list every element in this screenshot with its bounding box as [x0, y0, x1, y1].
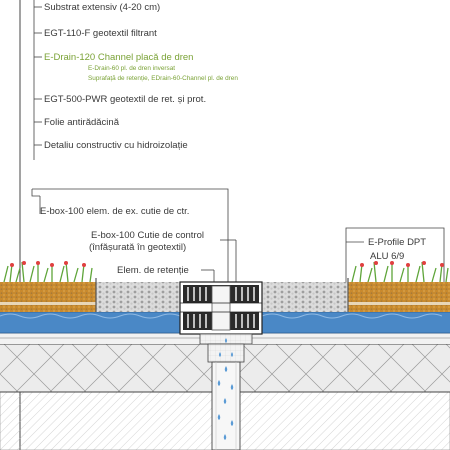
cross-section: [0, 261, 450, 450]
label-drain-board: E-Drain-120 Channel placă de dren: [44, 52, 193, 63]
label-e-profile: E-Profile DPT: [368, 237, 426, 248]
label-root-foil: Folie antirădăcină: [44, 117, 120, 128]
label-waterproofing: Detaliu constructiv cu hidroizolație: [44, 140, 188, 151]
vegetation-right: [351, 261, 449, 283]
control-box: [179, 281, 263, 335]
vegetation-left: [3, 261, 93, 283]
label-substrate: Substrat extensiv (4-20 cm): [44, 2, 160, 13]
label-ebox-control-1: E-box-100 Cutie de control: [91, 230, 204, 241]
drain-board-left: [0, 312, 180, 333]
label-ebox-control-2: (înfășurată în geotextil): [89, 242, 186, 253]
label-ebox-element: E-box-100 elem. de ex. cutie de ctr.: [40, 206, 189, 217]
drain-pipe: [199, 333, 253, 450]
label-profile-size: ALU 6/9: [370, 251, 404, 262]
label-retention-surface: Suprafață de retenție, EDrain-60-Channel…: [88, 75, 238, 82]
label-protection-geotextile: EGT-500-PWR geotextil de ret. și prot.: [44, 94, 206, 105]
label-filter-geotextile: EGT-110-F geotextil filtrant: [44, 28, 157, 39]
drain-board-right: [262, 312, 450, 333]
label-drain-inverted: E-Drain-60 pl. de dren inversat: [88, 65, 175, 72]
component-callouts: E-box-100 elem. de ex. cutie de ctr. E-b…: [31, 188, 445, 320]
label-retention-element: Elem. de retenție: [117, 265, 189, 276]
